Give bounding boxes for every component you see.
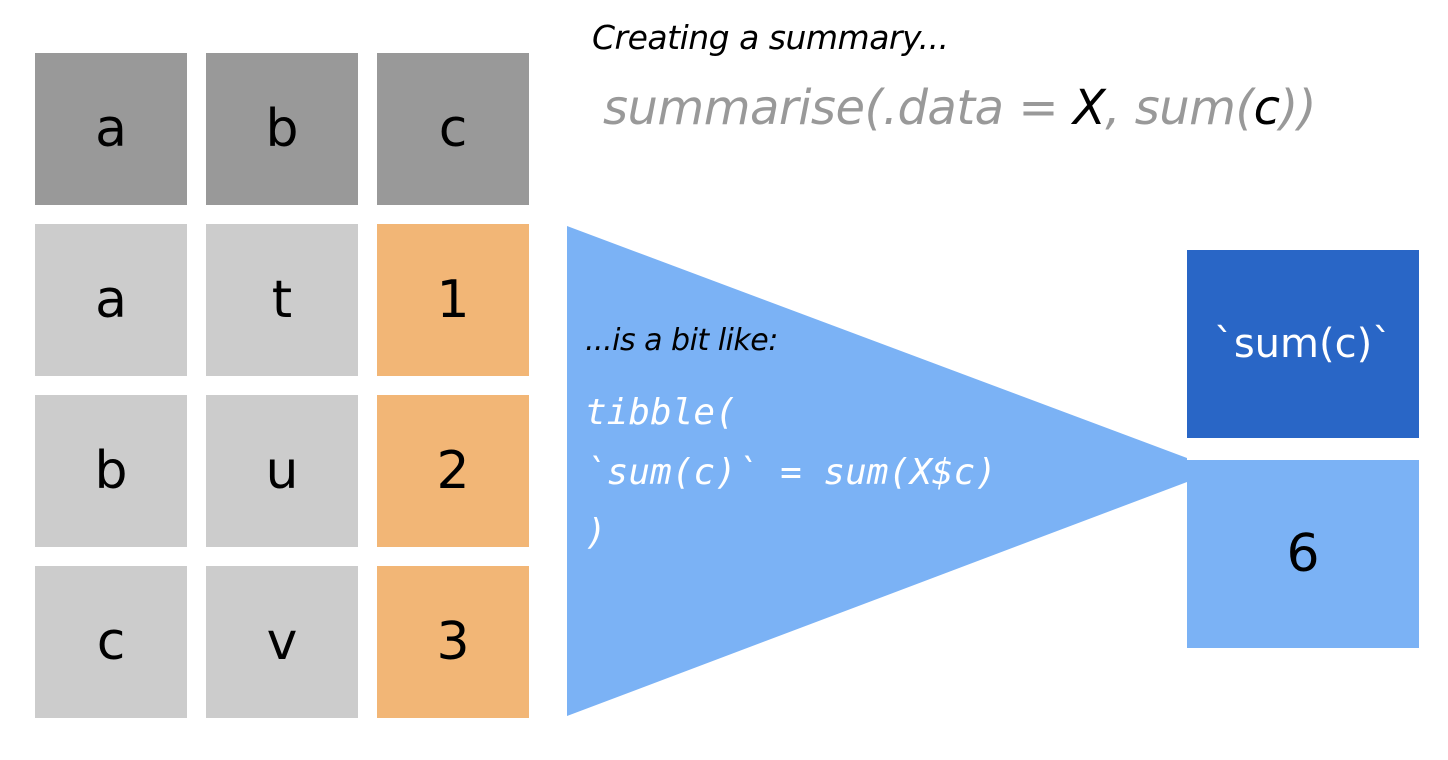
tibble-code-line: tibble( <box>585 392 737 433</box>
summarised-cell: 2 <box>377 395 529 547</box>
caption: Creating a summary... <box>592 18 949 57</box>
table-cell: t <box>206 224 358 376</box>
table-cell: v <box>206 566 358 718</box>
code-suffix: )) <box>1279 80 1317 136</box>
result-header-cell: `sum(c)` <box>1187 250 1419 438</box>
code-mid: , sum( <box>1105 80 1254 136</box>
header-cell-a: a <box>35 53 187 205</box>
table-cell: u <box>206 395 358 547</box>
summarise-call: summarise(.data = X, sum(c)) <box>603 80 1316 136</box>
header-cell-b: b <box>206 53 358 205</box>
summarised-cell: 1 <box>377 224 529 376</box>
tibble-code-line: ) <box>585 512 607 553</box>
code-data-arg: X <box>1072 80 1106 136</box>
tibble-code-line: `sum(c)` = sum(X$c) <box>585 452 997 493</box>
code-col-arg: c <box>1253 80 1280 136</box>
code-prefix: summarise(.data = <box>603 80 1073 136</box>
header-cell-c: c <box>377 53 529 205</box>
explanation-label: ...is a bit like: <box>585 323 778 358</box>
result-value-cell: 6 <box>1187 460 1419 648</box>
funnel-triangle <box>567 226 1187 716</box>
table-cell: a <box>35 224 187 376</box>
table-cell: b <box>35 395 187 547</box>
summarised-cell: 3 <box>377 566 529 718</box>
table-cell: c <box>35 566 187 718</box>
